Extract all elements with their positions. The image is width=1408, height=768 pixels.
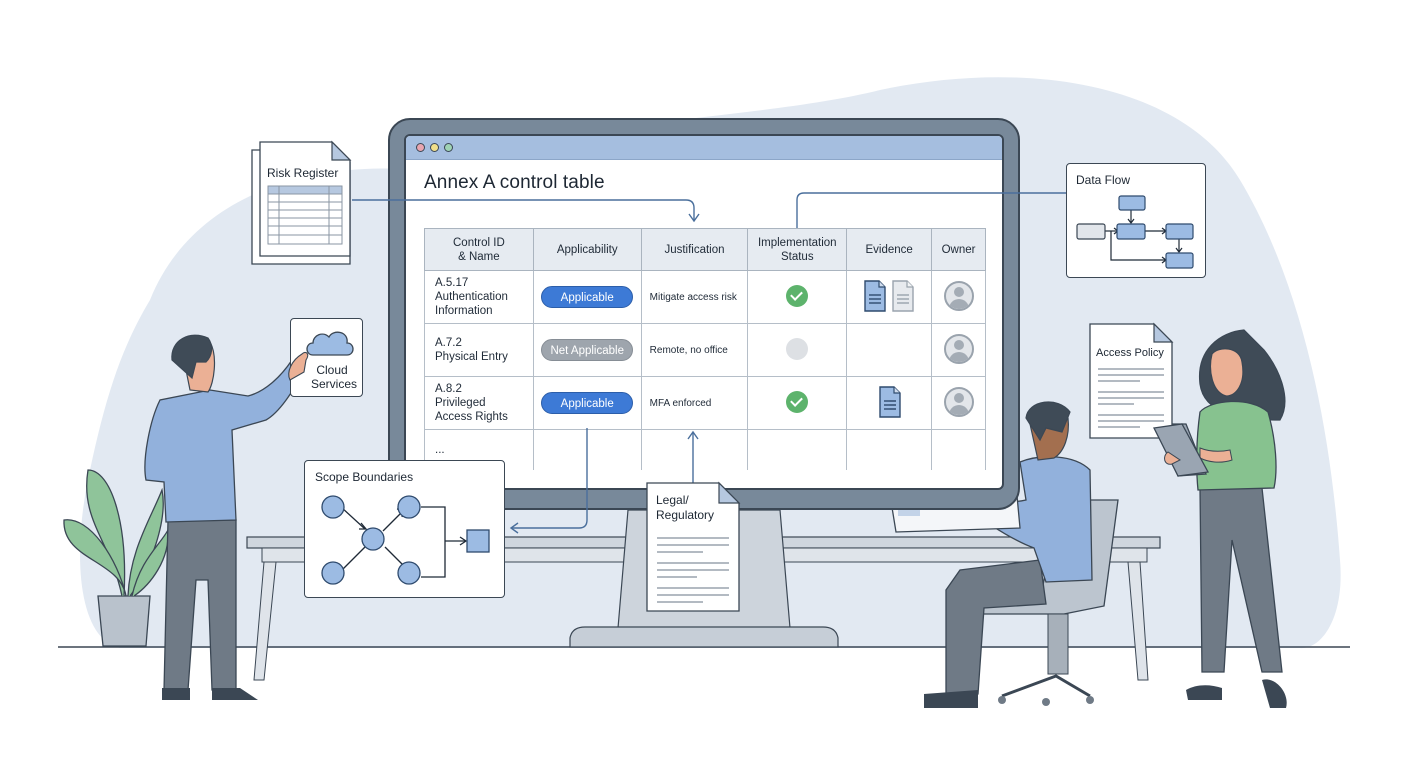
card-title: Legal/ Regulatory bbox=[656, 493, 715, 522]
page-title: Annex A control table bbox=[424, 172, 605, 193]
document-blue-icon bbox=[864, 279, 886, 312]
risk-register-card[interactable]: Risk Register bbox=[250, 140, 352, 274]
window-titlebar bbox=[406, 136, 1002, 160]
avatar-icon[interactable] bbox=[943, 386, 974, 417]
applicability-cell: Applicable bbox=[532, 270, 642, 324]
owner-cell bbox=[931, 323, 986, 377]
data-flow-card[interactable]: Data Flow bbox=[1066, 163, 1206, 278]
justification-cell[interactable]: Remote, no office bbox=[640, 323, 749, 377]
spreadsheet-icon bbox=[251, 140, 352, 265]
avatar-icon[interactable] bbox=[943, 333, 974, 364]
col-header-applicability[interactable]: Applicability bbox=[532, 228, 642, 271]
applicability-cell: Applicable bbox=[532, 376, 642, 430]
applicability-badge[interactable]: Applicable bbox=[541, 286, 634, 308]
table-row[interactable]: A.7.2 Physical Entry Net Applicable Remo… bbox=[424, 323, 986, 377]
control-id-cell: A.7.2 Physical Entry bbox=[424, 323, 534, 377]
document-gray-icon bbox=[892, 279, 914, 312]
document-icon bbox=[646, 481, 741, 612]
check-circle-icon bbox=[786, 284, 809, 307]
app-window: Annex A control table Control ID& Name A… bbox=[404, 134, 1004, 490]
col-header-evidence[interactable]: Evidence bbox=[846, 228, 933, 271]
table-header-row: Control ID& Name Applicability Justifica… bbox=[424, 228, 986, 271]
annex-a-control-table: Control ID& Name Applicability Justifica… bbox=[424, 228, 986, 470]
applicability-cell: Net Applicable bbox=[532, 323, 642, 377]
potted-plant bbox=[63, 469, 169, 647]
avatar-icon[interactable] bbox=[943, 280, 974, 311]
card-title: Data Flow bbox=[1076, 173, 1131, 187]
justification-cell[interactable]: MFA enforced bbox=[640, 376, 749, 430]
applicability-badge[interactable]: Applicable bbox=[541, 392, 634, 414]
document-blue-icon[interactable] bbox=[872, 385, 906, 419]
close-window-dot[interactable] bbox=[416, 143, 425, 152]
col-header-control-id[interactable]: Control ID& Name bbox=[424, 228, 534, 271]
standing-man-figure bbox=[144, 334, 309, 700]
evidence-cell[interactable] bbox=[846, 323, 933, 377]
minimize-window-dot[interactable] bbox=[430, 143, 439, 152]
access-policy-card[interactable]: Access Policy bbox=[1088, 322, 1174, 440]
col-header-owner[interactable]: Owner bbox=[931, 228, 986, 271]
control-id-cell: A.8.2 Privileged Access Rights bbox=[424, 376, 534, 430]
card-title: Cloud Services bbox=[311, 363, 358, 391]
status-cell bbox=[747, 376, 848, 430]
table-row-more: ... bbox=[424, 429, 986, 470]
status-cell bbox=[747, 270, 848, 324]
gray-circle-icon bbox=[786, 337, 809, 360]
check-circle-icon bbox=[786, 390, 809, 413]
col-header-justification[interactable]: Justification bbox=[640, 228, 749, 271]
cloud-services-card[interactable]: Cloud Services bbox=[290, 318, 363, 397]
evidence-cell bbox=[846, 270, 933, 324]
owner-cell bbox=[931, 376, 986, 430]
evidence-documents[interactable] bbox=[857, 279, 921, 313]
maximize-window-dot[interactable] bbox=[444, 143, 453, 152]
network-graph-icon bbox=[321, 495, 490, 585]
applicability-badge[interactable]: Net Applicable bbox=[541, 339, 634, 361]
cloud-icon bbox=[306, 331, 354, 356]
control-id-cell: A.5.17 Authentication Information bbox=[424, 270, 534, 324]
evidence-cell bbox=[846, 376, 933, 430]
scope-boundaries-card[interactable]: Scope Boundaries bbox=[304, 460, 505, 598]
card-title: Scope Boundaries bbox=[315, 470, 414, 484]
status-cell bbox=[747, 323, 848, 377]
legal-regulatory-card[interactable]: Legal/ Regulatory bbox=[645, 481, 741, 613]
document-icon bbox=[1089, 322, 1174, 439]
justification-cell[interactable]: Mitigate access risk bbox=[640, 270, 749, 324]
owner-cell bbox=[931, 270, 986, 324]
flowchart-icon bbox=[1076, 195, 1194, 269]
card-title: Risk Register bbox=[267, 166, 339, 180]
table-row[interactable]: A.5.17 Authentication Information Applic… bbox=[424, 270, 986, 324]
card-title: Access Policy bbox=[1096, 347, 1164, 359]
standing-woman-figure bbox=[1159, 329, 1287, 708]
seated-man-figure bbox=[924, 401, 1119, 708]
table-row[interactable]: A.8.2 Privileged Access Rights Applicabl… bbox=[424, 376, 986, 430]
